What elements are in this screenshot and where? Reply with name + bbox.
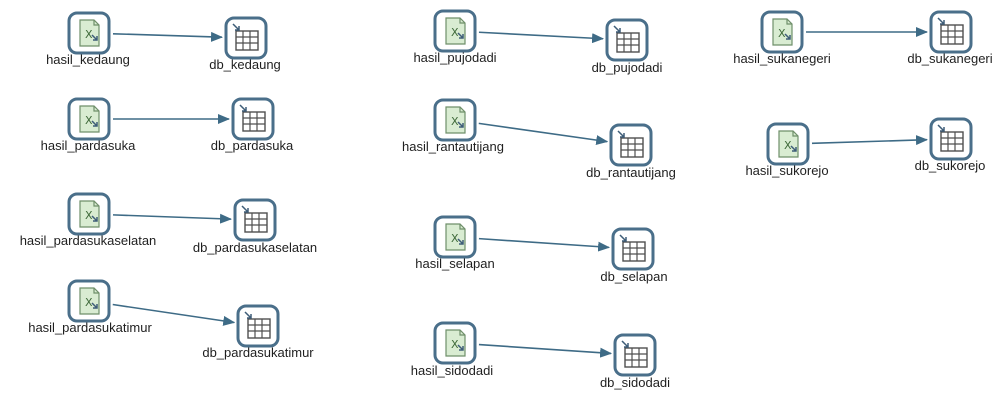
excel-input-icon: X xyxy=(67,279,111,323)
step-in-selapan[interactable]: X xyxy=(433,215,477,259)
step-out-pardasukaselatan[interactable] xyxy=(233,198,277,242)
step-in-pardasuka[interactable]: X xyxy=(67,97,111,141)
svg-text:X: X xyxy=(784,139,792,152)
excel-input-icon: X xyxy=(67,11,111,55)
svg-text:X: X xyxy=(451,232,459,245)
step-label: db_pardasuka xyxy=(210,138,294,153)
step-in-sukanegeri[interactable]: X xyxy=(760,10,804,54)
step-label: db_rantautijang xyxy=(586,165,676,180)
hop-arrow[interactable] xyxy=(811,135,929,146)
table-output-icon xyxy=(929,117,973,161)
step-label: hasil_pardasuka xyxy=(40,138,136,153)
table-output-icon xyxy=(929,10,973,54)
svg-text:X: X xyxy=(451,26,459,39)
step-label: db_pardasukatimur xyxy=(202,345,314,360)
hop-arrow[interactable] xyxy=(478,343,613,358)
step-label: hasil_pardasukaselatan xyxy=(19,233,157,248)
step-out-pardasuka[interactable] xyxy=(231,97,275,141)
step-out-pujodadi[interactable] xyxy=(605,18,649,62)
table-output-icon xyxy=(609,123,653,167)
step-in-pardasukatimur[interactable]: X xyxy=(67,279,111,323)
table-output-icon xyxy=(236,304,280,348)
step-out-rantautijang[interactable] xyxy=(609,123,653,167)
hop-arrow[interactable] xyxy=(478,237,611,252)
step-label: db_pardasukaselatan xyxy=(192,240,318,255)
step-in-sidodadi[interactable]: X xyxy=(433,321,477,365)
svg-text:X: X xyxy=(85,28,93,41)
svg-text:X: X xyxy=(85,114,93,127)
hop-arrow[interactable] xyxy=(112,213,233,224)
step-label: db_kedaung xyxy=(209,57,281,72)
step-label: db_sukorejo xyxy=(914,158,986,173)
svg-text:X: X xyxy=(85,296,93,309)
step-label: hasil_pardasukatimur xyxy=(28,320,152,335)
step-label: hasil_sidodadi xyxy=(410,363,494,378)
step-in-pardasukaselatan[interactable]: X xyxy=(67,192,111,236)
svg-text:X: X xyxy=(451,338,459,351)
step-in-pujodadi[interactable]: X xyxy=(433,9,477,53)
table-output-icon xyxy=(613,333,657,377)
svg-text:X: X xyxy=(85,209,93,222)
excel-input-icon: X xyxy=(433,321,477,365)
step-label: db_pujodadi xyxy=(591,60,663,75)
hop-arrow[interactable] xyxy=(112,303,236,326)
step-label: db_sidodadi xyxy=(599,375,671,390)
step-label: hasil_sukorejo xyxy=(745,163,829,178)
table-output-icon xyxy=(233,198,277,242)
hop-arrow[interactable] xyxy=(112,31,224,42)
hop-arrow[interactable] xyxy=(478,31,605,44)
table-output-icon xyxy=(605,18,649,62)
excel-input-icon: X xyxy=(760,10,804,54)
step-in-sukorejo[interactable]: X xyxy=(766,122,810,166)
step-label: hasil_rantautijang xyxy=(402,139,504,154)
step-out-sukanegeri[interactable] xyxy=(929,10,973,54)
step-label: hasil_pujodadi xyxy=(413,50,497,65)
svg-text:X: X xyxy=(451,115,459,128)
svg-text:X: X xyxy=(778,27,786,40)
table-output-icon xyxy=(224,16,268,60)
table-output-icon xyxy=(231,97,275,141)
step-label: hasil_sukanegeri xyxy=(733,51,831,66)
excel-input-icon: X xyxy=(433,98,477,142)
step-out-kedaung[interactable] xyxy=(224,16,268,60)
step-label: hasil_selapan xyxy=(415,256,495,271)
excel-input-icon: X xyxy=(67,192,111,236)
step-out-sukorejo[interactable] xyxy=(929,117,973,161)
step-out-pardasukatimur[interactable] xyxy=(236,304,280,348)
step-label: hasil_kedaung xyxy=(46,52,130,67)
step-out-selapan[interactable] xyxy=(611,227,655,271)
excel-input-icon: X xyxy=(766,122,810,166)
step-label: db_selapan xyxy=(600,269,668,284)
step-label: db_sukanegeri xyxy=(907,51,993,66)
step-in-kedaung[interactable]: X xyxy=(67,11,111,55)
step-out-sidodadi[interactable] xyxy=(613,333,657,377)
hop-arrow[interactable] xyxy=(478,122,609,146)
excel-input-icon: X xyxy=(433,9,477,53)
table-output-icon xyxy=(611,227,655,271)
step-in-rantautijang[interactable]: X xyxy=(433,98,477,142)
excel-input-icon: X xyxy=(433,215,477,259)
excel-input-icon: X xyxy=(67,97,111,141)
